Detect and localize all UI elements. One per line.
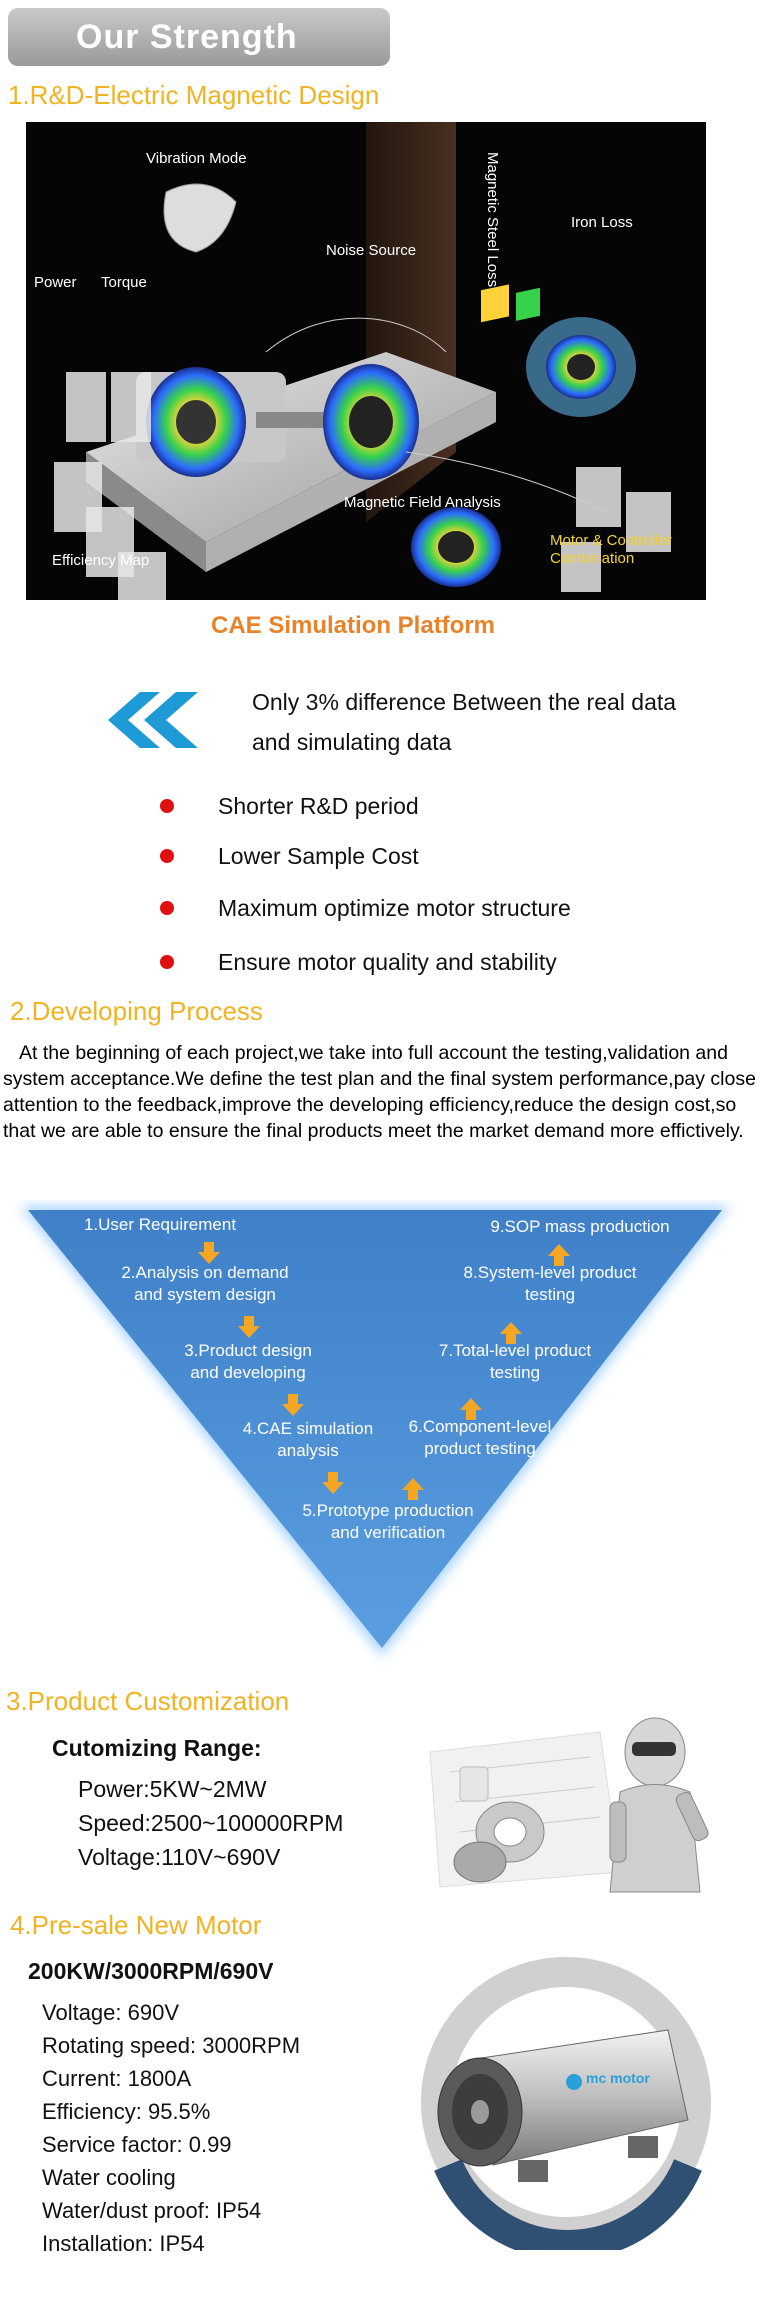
spec-line: Voltage: 690V xyxy=(42,2000,180,2025)
step-2: 2.Analysis on demand and system design xyxy=(110,1262,300,1306)
spec-line: Rotating speed: 3000RPM xyxy=(42,2033,301,2058)
step-2-line2: and system design xyxy=(134,1285,276,1304)
arrow-up-icon xyxy=(548,1244,570,1266)
step-4-line2: analysis xyxy=(277,1441,339,1460)
spec-line: Water cooling xyxy=(42,2165,176,2190)
arrow-up-icon xyxy=(460,1398,482,1420)
spec-line: Installation: IP54 xyxy=(42,2231,205,2256)
cae-caption: CAE Simulation Platform xyxy=(210,612,496,639)
label-vibration-mode: Vibration Mode xyxy=(146,150,247,167)
spec-line: Current: 1800A xyxy=(42,2066,192,2091)
step-7-line1: 7.Total-level product xyxy=(438,1341,592,1360)
section-1-title: 1.R&D-Electric Magnetic Design xyxy=(8,80,380,110)
step-7: 7.Total-level product testing xyxy=(420,1340,610,1384)
label-motor-controller-combination: Motor & Controller Combination xyxy=(550,532,672,568)
arrow-down-icon xyxy=(198,1242,220,1264)
section-banner: Our Strength xyxy=(8,8,390,66)
step-8-line2: testing xyxy=(524,1285,576,1304)
bullet-dot xyxy=(160,849,174,863)
customizing-line: Power:5KW~2MW xyxy=(78,1776,267,1802)
label-iron-loss: Iron Loss xyxy=(571,214,633,231)
bullet-text: Lower Sample Cost xyxy=(218,842,419,869)
step-2-line1: 2.Analysis on demand xyxy=(121,1263,289,1282)
motor-product-image: mc motor xyxy=(398,1950,728,2260)
label-noise-source: Noise Source xyxy=(326,242,417,259)
robot-engineer-image xyxy=(420,1712,730,1900)
step-5-line2: and verification xyxy=(330,1523,446,1542)
motor-model: 200KW/3000RPM/690V xyxy=(28,1958,274,1984)
step-4-line1: 4.CAE simulation xyxy=(242,1419,374,1438)
step-3-line2: and developing xyxy=(190,1363,306,1382)
label-magnetic-steel-loss: Magnetic Steel Loss xyxy=(484,152,501,288)
label-combo-line1: Motor & Controller xyxy=(550,532,672,549)
bullet-item: Ensure motor quality and stability xyxy=(160,942,720,982)
motor-simulation-illustration xyxy=(54,122,671,600)
arrow-down-icon xyxy=(322,1472,344,1494)
customizing-range-title: Cutomizing Range: xyxy=(52,1735,262,1761)
step-6-line1: 6.Component-level xyxy=(408,1417,552,1436)
developing-paragraph: At the beginning of each project,we take… xyxy=(3,1042,756,1142)
label-efficiency-map: Efficiency Map xyxy=(52,552,150,569)
bullet-item: Lower Sample Cost xyxy=(160,836,720,876)
bullet-item: Maximum optimize motor structure xyxy=(160,888,720,928)
step-1: 1.User Requirement xyxy=(83,1215,237,1234)
step-5-line1: 5.Prototype production xyxy=(302,1501,474,1520)
step-8: 8.System-level product testing xyxy=(450,1262,650,1306)
step-3-line1: 3.Product design xyxy=(184,1341,312,1360)
arrow-up-icon xyxy=(402,1478,424,1500)
label-combo-line2: Combination xyxy=(550,550,635,567)
arrow-down-icon xyxy=(238,1316,260,1338)
bullet-dot xyxy=(160,799,174,813)
spec-line: Efficiency: 95.5% xyxy=(42,2099,211,2124)
step-7-line2: testing xyxy=(489,1363,541,1382)
customizing-line: Speed:2500~100000RPM xyxy=(78,1810,344,1836)
bullet-dot xyxy=(160,955,174,969)
spec-line: Service factor: 0.99 xyxy=(42,2132,232,2157)
bullet-item: Shorter R&D period xyxy=(160,786,720,826)
bullet-text: Shorter R&D period xyxy=(218,792,419,819)
developing-process-diagram: 1.User Requirement 2.Analysis on demand … xyxy=(10,1200,740,1670)
step-8-line1: 8.System-level product xyxy=(463,1263,637,1282)
bullet-text: Ensure motor quality and stability xyxy=(218,948,557,975)
difference-text: Only 3% difference Between the real data… xyxy=(252,689,677,755)
spec-line: Water/dust proof: IP54 xyxy=(42,2198,262,2223)
cae-simulation-image: Vibration Mode Noise Source Magnetic Ste… xyxy=(26,122,706,600)
step-6-line2: product testing xyxy=(424,1439,536,1458)
step-6: 6.Component-level product testing xyxy=(390,1416,570,1460)
section-4-title: 4.Pre-sale New Motor xyxy=(10,1910,262,1940)
label-torque: Torque xyxy=(101,274,147,291)
double-chevron-left-icon xyxy=(102,692,206,748)
bullet-dot xyxy=(160,901,174,915)
bullet-text: Maximum optimize motor structure xyxy=(218,894,571,921)
customizing-line: Voltage:110V~690V xyxy=(78,1844,281,1870)
label-power: Power xyxy=(34,274,77,291)
arrow-up-icon xyxy=(500,1322,522,1344)
section-2-title: 2.Developing Process xyxy=(10,996,263,1026)
brand-logo-text: mc motor xyxy=(586,2070,650,2086)
step-9: 9.SOP mass production xyxy=(490,1217,670,1236)
step-5: 5.Prototype production and verification xyxy=(288,1500,488,1544)
section-3-title: 3.Product Customization xyxy=(6,1686,290,1716)
banner-title: Our Strength xyxy=(76,17,298,56)
step-4: 4.CAE simulation analysis xyxy=(228,1418,388,1462)
step-3: 3.Product design and developing xyxy=(168,1340,328,1384)
arrow-down-icon xyxy=(282,1394,304,1416)
label-magnetic-field-analysis: Magnetic Field Analysis xyxy=(344,494,501,511)
